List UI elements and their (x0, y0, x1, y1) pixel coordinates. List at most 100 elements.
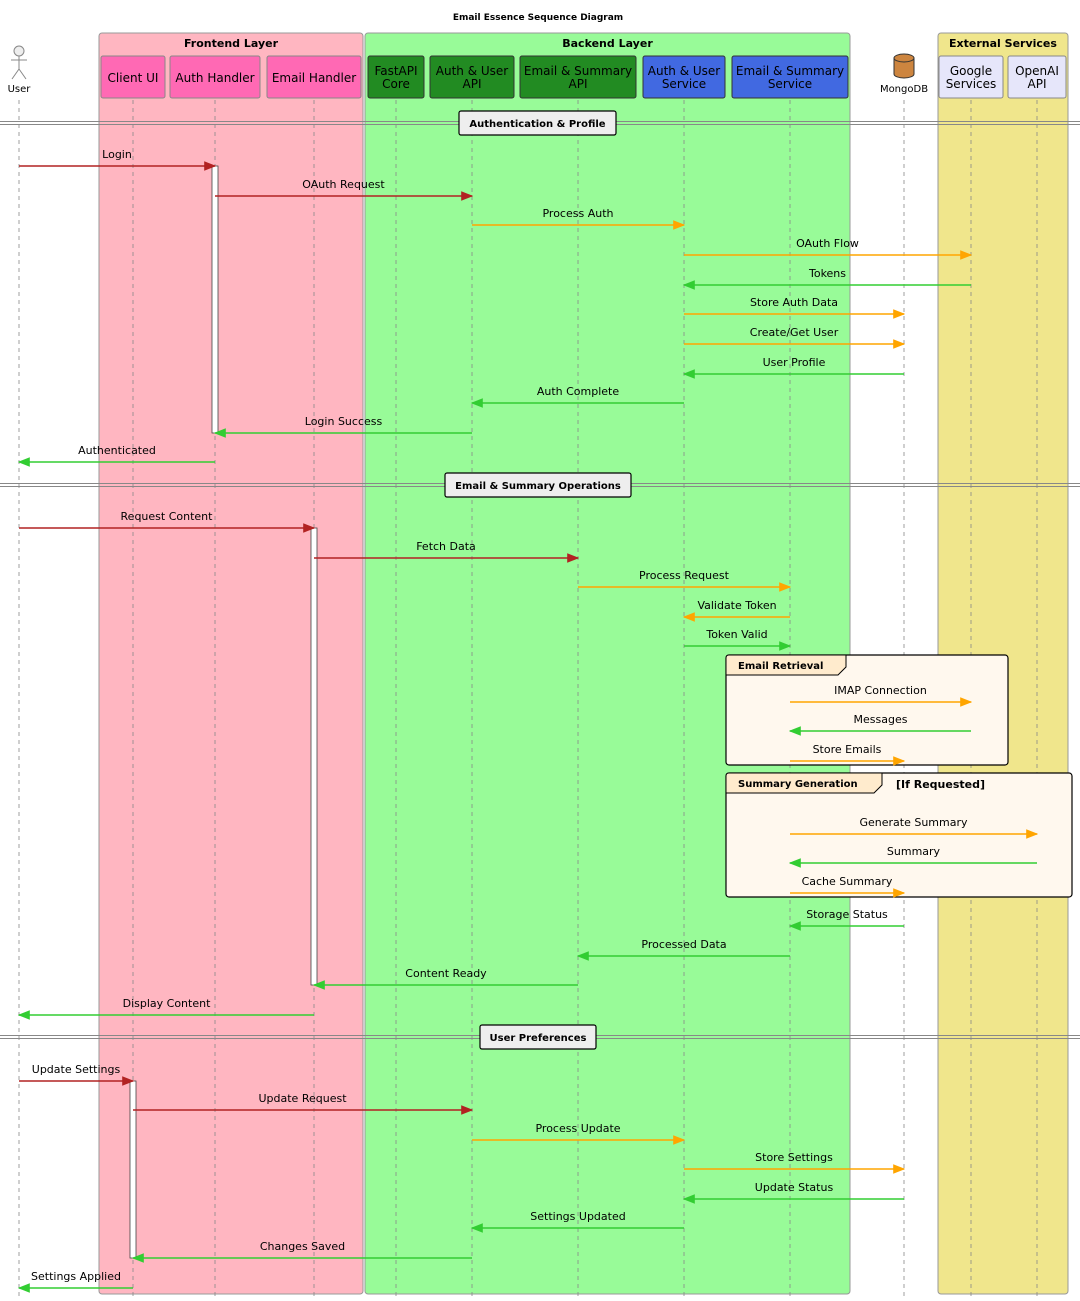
section-label: Authentication & Profile (469, 119, 605, 130)
message-arrow: Content Ready (312, 967, 578, 990)
activation-bar-email_handler (310, 527, 318, 986)
group-label-frontend: Frontend Layer (184, 37, 279, 50)
message-label: Generate Summary (859, 816, 968, 829)
participant-label-line-1: Email & Summary (736, 64, 844, 78)
message-label: Process Update (535, 1122, 620, 1135)
participant-box (642, 55, 726, 99)
participant-box (429, 55, 515, 99)
participant-box (938, 55, 1004, 99)
message-label: Cache Summary (802, 875, 893, 888)
actor-body-icon (11, 56, 27, 80)
participant-label-line-2: Core (382, 77, 410, 91)
message-label: Store Auth Data (750, 296, 838, 309)
message-arrow: Validate Token (682, 599, 790, 622)
message-arrow: Display Content (17, 997, 314, 1020)
message-label: User Profile (763, 356, 826, 369)
participant-box (1007, 55, 1067, 99)
fragment-summary-generation: Summary Generation[If Requested] (725, 772, 1073, 898)
group-label-backend: Backend Layer (562, 37, 653, 50)
message-label: Summary (887, 845, 941, 858)
message-arrow: Storage Status (788, 908, 904, 931)
message-label: Login Success (305, 415, 383, 428)
participant-label-line-2: API (463, 77, 482, 91)
message-arrow: Store Emails (790, 743, 906, 766)
fragment-guard: [If Requested] (896, 778, 985, 791)
group-box-frontend (98, 32, 364, 1295)
message-label: OAuth Request (302, 178, 385, 191)
participant-label-line-1: Auth & User (648, 64, 721, 78)
message-arrow: Processed Data (576, 938, 790, 961)
message-arrow: Update Request (133, 1092, 474, 1115)
message-arrow: Settings Applied (17, 1270, 133, 1293)
section-label-box (479, 1024, 597, 1050)
activation-bar-client_ui (129, 1080, 137, 1259)
participant-email_handler: Email Handler (266, 55, 362, 99)
participant-label-line-1: Google (950, 64, 992, 78)
message-label: Settings Applied (31, 1270, 121, 1283)
message-arrow: Process Request (578, 569, 792, 592)
message-arrow: Process Update (472, 1122, 686, 1145)
fragment-tab (725, 772, 883, 794)
message-label: Processed Data (641, 938, 726, 951)
participant-client_ui: Client UI (100, 55, 166, 99)
participant-label-line-2: API (1028, 77, 1047, 91)
message-label: Update Request (258, 1092, 347, 1105)
message-label: Fetch Data (416, 540, 476, 553)
database-icon (893, 57, 915, 79)
participant-label: Email Handler (272, 71, 356, 85)
section-divider: Authentication & Profile (0, 110, 1080, 136)
participant-box (367, 55, 425, 99)
message-arrow: Request Content (19, 510, 316, 533)
participant-box (100, 55, 166, 99)
participant-box (266, 55, 362, 99)
message-label: Authenticated (78, 444, 156, 457)
message-arrow: Tokens (682, 267, 971, 290)
fragment-tab (725, 654, 847, 676)
message-arrow: Login (19, 148, 217, 171)
message-arrow: Settings Updated (470, 1210, 684, 1233)
message-label: IMAP Connection (834, 684, 927, 697)
participant-label-line-1: Auth & User (436, 64, 509, 78)
message-label: Settings Updated (530, 1210, 625, 1223)
message-label: Tokens (808, 267, 846, 280)
participant-label: Client UI (108, 71, 159, 85)
message-arrow: OAuth Request (215, 178, 474, 201)
participant-mongodb: MongoDB (880, 53, 928, 95)
message-arrow: OAuth Flow (684, 237, 973, 260)
message-arrow: Cache Summary (790, 875, 906, 898)
message-label: Process Request (639, 569, 730, 582)
fragment-email-retrieval: Email Retrieval (725, 654, 1009, 766)
message-arrow: User Profile (682, 356, 904, 379)
message-label: Login (102, 148, 132, 161)
message-arrow: Changes Saved (131, 1240, 472, 1263)
actor-icon (13, 45, 25, 57)
message-arrow: Update Status (682, 1181, 904, 1204)
fragment-label: Email Retrieval (738, 661, 823, 672)
message-arrow: Messages (788, 713, 971, 736)
message-label: Validate Token (697, 599, 776, 612)
message-label: Storage Status (806, 908, 888, 921)
section-label: Email & Summary Operations (455, 481, 621, 492)
message-label: Display Content (123, 997, 211, 1010)
message-label: Content Ready (405, 967, 487, 980)
participant-box (169, 55, 261, 99)
message-arrow: Store Auth Data (684, 296, 906, 319)
participant-box (731, 55, 849, 99)
participant-label-line-2: Service (662, 77, 706, 91)
message-arrow: Fetch Data (314, 540, 580, 563)
message-label: Create/Get User (750, 326, 839, 339)
message-arrow: Authenticated (17, 444, 215, 467)
message-arrow: Summary (788, 845, 1037, 868)
section-label-box (458, 110, 617, 136)
message-label: Changes Saved (260, 1240, 345, 1253)
participant-label-line-1: FastAPI (374, 64, 417, 78)
message-arrow: Login Success (213, 415, 472, 438)
database-top-icon (893, 53, 915, 63)
message-label: Messages (854, 713, 908, 726)
